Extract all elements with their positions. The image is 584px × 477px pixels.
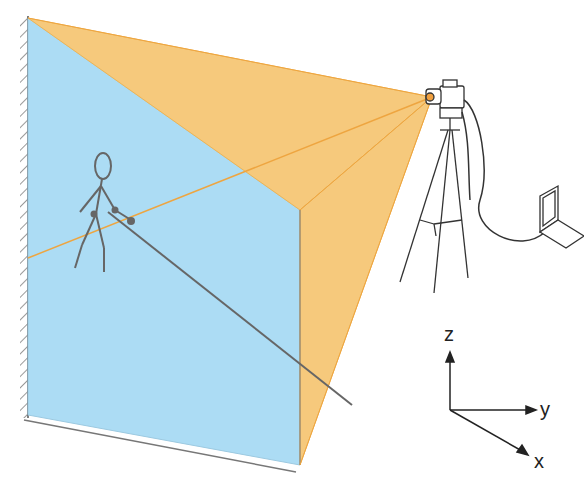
marker-dots	[91, 207, 136, 226]
cable	[464, 100, 545, 241]
stick-figure	[75, 153, 131, 272]
axis-label: x	[534, 451, 544, 471]
axes	[446, 352, 536, 455]
camera	[426, 80, 464, 118]
tripod	[400, 118, 468, 293]
axis-label: y	[540, 399, 550, 419]
cable	[462, 112, 470, 200]
walking-path	[108, 212, 352, 405]
view-ray	[300, 97, 432, 465]
view-ray	[28, 18, 432, 97]
view-frustum-side	[300, 97, 432, 465]
laptop	[540, 186, 584, 248]
view-ray	[28, 97, 432, 258]
wall-hatching	[20, 16, 28, 418]
plane-edge	[300, 210, 301, 465]
axis-label: z	[444, 324, 454, 344]
